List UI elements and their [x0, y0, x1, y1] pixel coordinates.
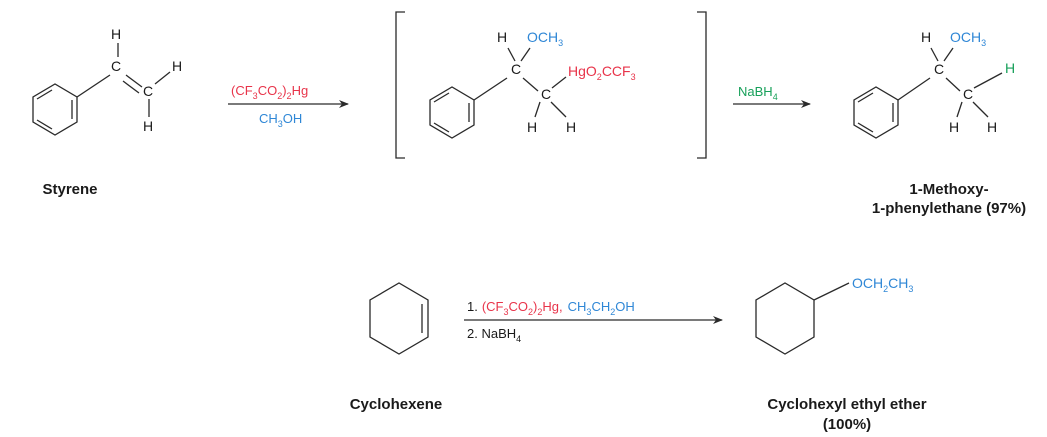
product-1-c1-c2-bond: [945, 77, 961, 92]
product-1-ring-to-c1-bond: [897, 77, 931, 101]
intermediate-c2: C: [541, 86, 551, 102]
styrene-benzene-ring: [32, 83, 78, 136]
left-bracket: [395, 11, 405, 159]
organomercury-intermediate: H OCH3 C C HgO2CCF3 H H: [395, 11, 707, 159]
product-1-c1: C: [934, 61, 944, 77]
cyclohexene-structure: [369, 282, 429, 355]
product-2-name-line-2: (100%): [823, 416, 871, 433]
intermediate-c2-hg-bond: [551, 76, 567, 89]
styrene-c1: C: [111, 58, 121, 74]
reaction-arrow-2: NaBH4: [733, 84, 811, 108]
product-1-name-line-2: 1-phenylethane (97%): [872, 200, 1026, 217]
product-1-h-b2: H: [987, 119, 997, 135]
reagent-mercuric-trifluoroacetate: (CF3CO2)2Hg: [231, 83, 308, 101]
product-1-ring-inner-bond: [857, 122, 874, 133]
intermediate-h-b2: H: [566, 119, 576, 135]
styrene-structure: H C H C H: [32, 26, 182, 136]
intermediate-c1-c2-bond: [522, 77, 539, 92]
styrene-ring-inner-bond: [36, 119, 53, 130]
product-1-h-right: H: [1005, 60, 1015, 76]
reaction-3-step-1: 1.(CF3CO2)2Hg,CH3CH2OH: [467, 299, 635, 317]
right-bracket: [697, 11, 707, 159]
styrene-double-bond: [125, 74, 143, 88]
styrene-ring-to-c1-bond: [76, 74, 111, 98]
product-1-ring-inner-bond: [857, 92, 874, 103]
reaction-arrow-3: 1.(CF3CO2)2Hg,CH3CH2OH 2. NaBH4: [464, 299, 723, 344]
styrene-c2: C: [143, 83, 153, 99]
cyclohexene-ring: [369, 282, 429, 355]
styrene-double-bond-second-line: [122, 80, 140, 94]
product-2-ethoxy-group: OCH2CH3: [852, 275, 913, 294]
intermediate-ring-inner-bond: [433, 92, 450, 103]
product-2-structure: OCH2CH3: [755, 275, 913, 355]
product-1-c2: C: [963, 86, 973, 102]
intermediate-c1: C: [511, 61, 521, 77]
styrene-name: Styrene: [42, 181, 97, 198]
product-1-methoxy: OCH3: [950, 29, 986, 48]
intermediate-h-top: H: [497, 29, 507, 45]
cyclohexene-name: Cyclohexene: [350, 396, 443, 413]
cyclohexane-ring: [755, 282, 815, 355]
product-1-h-b1: H: [949, 119, 959, 135]
styrene-h-right: H: [172, 58, 182, 74]
product-1-h-top: H: [921, 29, 931, 45]
styrene-ring-inner-bond: [36, 89, 53, 100]
product-1-c1-h-bond: [930, 47, 939, 62]
product-1-benzene-ring: [853, 86, 899, 139]
styrene-h-bottom: H: [143, 118, 153, 134]
product-1-c2-h-bond: [956, 101, 963, 118]
reaction-3-step-2: 2. NaBH4: [467, 326, 521, 344]
reagent-methanol: CH3OH: [259, 111, 302, 129]
product-2-name-line-1: Cyclohexyl ethyl ether: [767, 396, 926, 413]
product-2-c-o-bond: [813, 282, 850, 301]
intermediate-c2-h-bond: [550, 101, 567, 118]
intermediate-c2-h-bond: [534, 101, 541, 118]
intermediate-methoxy: OCH3: [527, 29, 563, 48]
intermediate-c1-o-bond: [520, 47, 531, 62]
product-1-name-line-1: 1-Methoxy-: [909, 181, 988, 198]
intermediate-ring-inner-bond: [433, 122, 450, 133]
styrene-h-top: H: [111, 26, 121, 42]
intermediate-c1-h-bond: [507, 47, 516, 62]
intermediate-benzene-ring: [429, 86, 475, 139]
reagent-sodium-borohydride: NaBH4: [738, 84, 778, 102]
intermediate-ring-to-c1-bond: [473, 77, 508, 101]
intermediate-h-b1: H: [527, 119, 537, 135]
product-1-c2-h-bond: [973, 72, 1003, 89]
product-1-c2-h-bond: [972, 101, 989, 118]
intermediate-mercury-group: HgO2CCF3: [568, 63, 636, 82]
product-1-structure: H OCH3 C C H H H: [853, 29, 1015, 139]
product-1-c1-o-bond: [943, 47, 954, 62]
styrene-c2-h-bond: [154, 71, 171, 85]
reaction-arrow-1: (CF3CO2)2Hg CH3OH: [228, 83, 349, 129]
